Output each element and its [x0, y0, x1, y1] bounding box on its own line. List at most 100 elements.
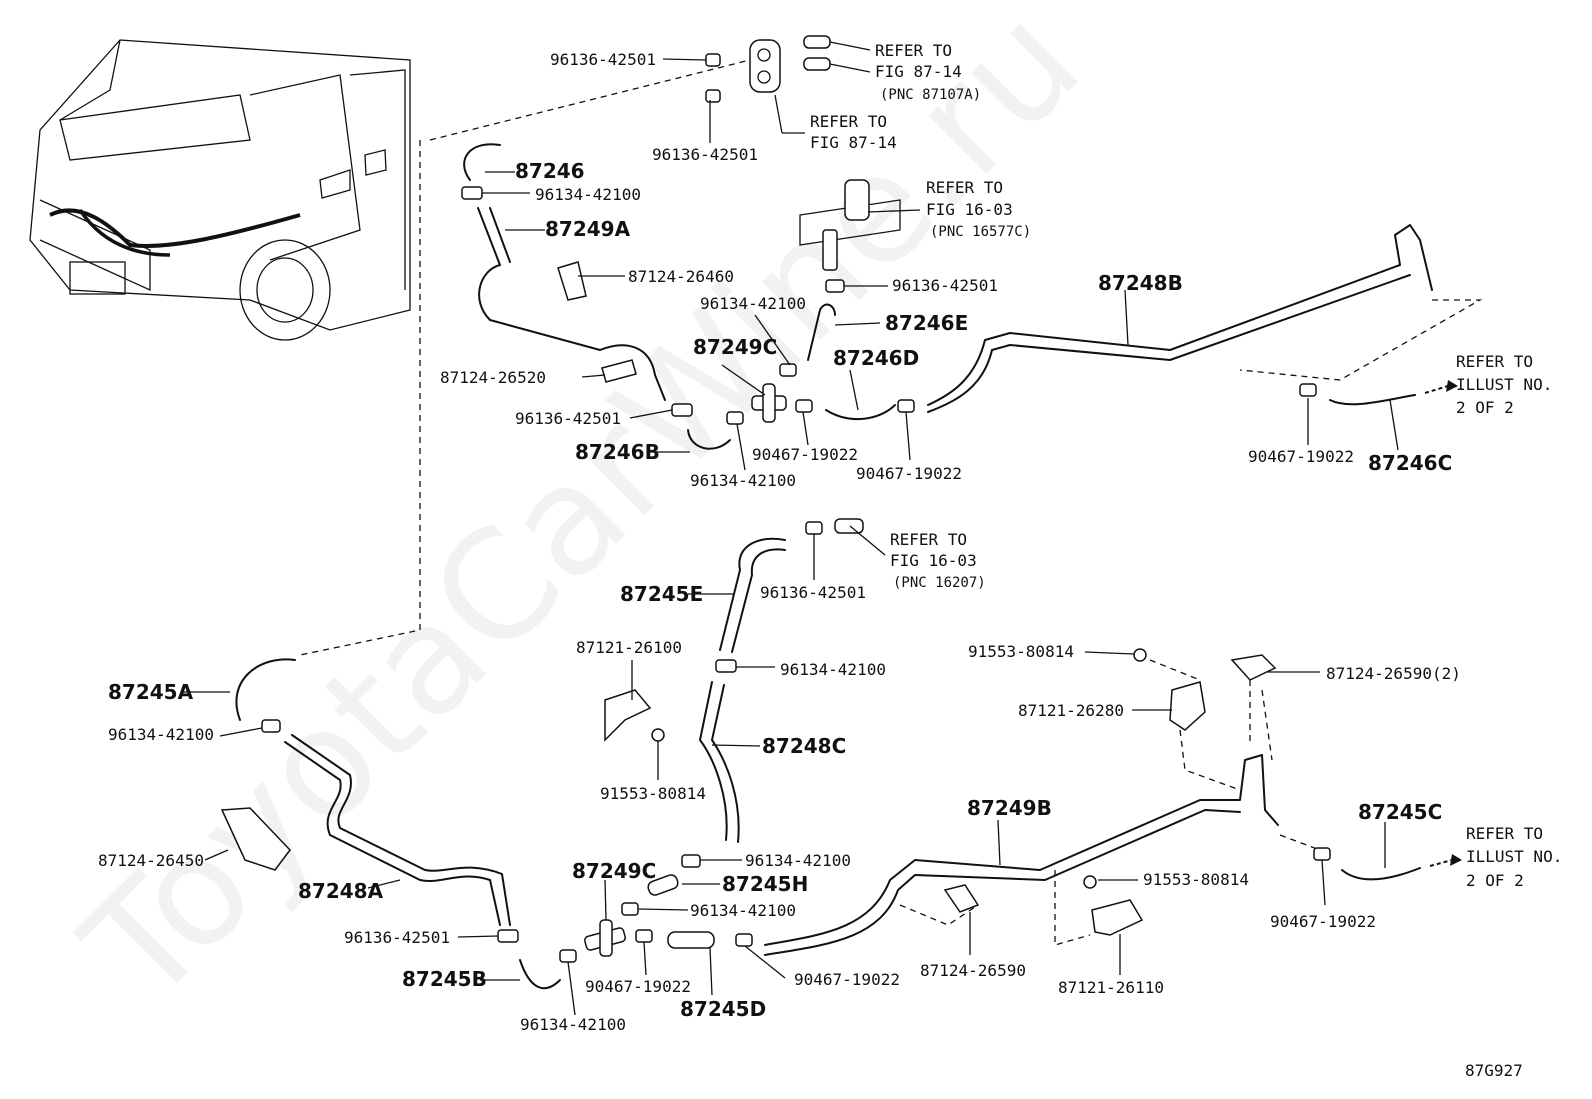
callout-87121-26110: 87121-26110 — [1058, 978, 1164, 997]
hose-clamp-icon — [795, 399, 813, 413]
callout-91553-80814-b: 91553-80814 — [968, 642, 1074, 661]
callout-87124-26460: 87124-26460 — [628, 267, 734, 286]
callout-90467-19022-c: 90467-19022 — [1248, 447, 1354, 466]
hose-clamp-icon — [261, 719, 281, 733]
ref-note-1-line1: REFER TO — [875, 41, 952, 60]
hose-87246B — [687, 429, 731, 450]
hose-clamp-icon — [726, 411, 744, 425]
hose-87246 — [463, 143, 501, 181]
hose-87246D — [825, 404, 896, 421]
figure-code: 87G927 — [1465, 1061, 1523, 1080]
ref-note-3-line1: REFER TO — [926, 178, 1003, 197]
callout-96134-42100-f: 96134-42100 — [745, 851, 851, 870]
dash-leader — [429, 59, 751, 141]
callout-87124-26590: 87124-26590 — [920, 961, 1026, 980]
ref-note-5-pnc: (PNC 16207) — [893, 575, 986, 591]
hose-87245E — [719, 537, 786, 651]
hose-clamp-icon — [621, 902, 639, 916]
clamp-bracket-icon — [601, 359, 637, 383]
hose-87245D — [667, 931, 715, 949]
hose-clamp-icon — [461, 186, 483, 200]
callout-96134-42100-d: 96134-42100 — [780, 660, 886, 679]
callout-90467-19022-f: 90467-19022 — [1270, 912, 1376, 931]
hose-clamp-icon — [1313, 847, 1331, 861]
part-label-87246E: 87246E — [885, 311, 968, 335]
part-label-87249B: 87249B — [967, 796, 1052, 820]
hose-87246C — [1329, 394, 1416, 406]
ref-note-2-line2: FIG 87-14 — [810, 133, 897, 152]
part-label-87245E: 87245E — [620, 582, 703, 606]
part-label-87246D: 87246D — [833, 346, 919, 370]
callout-96136-42501-f: 96136-42501 — [344, 928, 450, 947]
callout-96134-42100-h: 96134-42100 — [520, 1015, 626, 1034]
callout-91553-80814-a: 91553-80814 — [600, 784, 706, 803]
hose-87248B-edge — [927, 274, 1411, 413]
hose-87245B — [519, 959, 561, 990]
part-label-87245A: 87245A — [108, 680, 194, 704]
part-label-87248B: 87248B — [1098, 271, 1183, 295]
hose-clamp-icon — [715, 659, 737, 673]
hose-87249A — [477, 207, 666, 401]
part-label-87249C-bottom: 87249C — [572, 859, 656, 883]
hose-clamp-icon — [497, 929, 519, 943]
bolt-icon — [1133, 648, 1147, 662]
pipe-stub-icon — [834, 518, 864, 534]
part-label-87245D: 87245D — [680, 997, 766, 1021]
hose-87249A-edge — [489, 207, 511, 263]
ref-note-4-line2: ILLUST NO. — [1456, 375, 1552, 394]
part-label-87245C: 87245C — [1358, 800, 1442, 824]
callout-91553-80814-c: 91553-80814 — [1143, 870, 1249, 889]
callout-96136-42501-e: 96136-42501 — [760, 583, 866, 602]
hose-87245A — [235, 658, 296, 721]
ref-note-5-line1: REFER TO — [890, 530, 967, 549]
arrow-right-icon — [1446, 380, 1458, 392]
hose-clamp-icon — [559, 949, 577, 963]
dash-leader — [1239, 299, 1483, 381]
ref-note-5-line2: FIG 16-03 — [890, 551, 977, 570]
callout-90467-19022-a: 90467-19022 — [752, 445, 858, 464]
hose-87245E-edge — [731, 548, 786, 653]
hose-clamp-icon — [1299, 383, 1317, 397]
callout-90467-19022-e: 90467-19022 — [794, 970, 900, 989]
hose-clamp-icon — [779, 363, 797, 377]
callout-96136-42501-b: 96136-42501 — [652, 145, 758, 164]
bracket-icon — [604, 689, 652, 742]
callout-87121-26280: 87121-26280 — [1018, 701, 1124, 720]
ref-note-6-line1: REFER TO — [1466, 824, 1543, 843]
hose-87248A — [284, 741, 501, 926]
bracket-icon — [1169, 681, 1206, 731]
tee-joint-icon — [751, 383, 787, 423]
dash-leader — [1054, 870, 1091, 946]
arrow-right-icon — [1429, 859, 1453, 867]
part-label-87246C: 87246C — [1368, 451, 1452, 475]
part-label-87249A: 87249A — [545, 217, 631, 241]
hose-87248B — [927, 224, 1433, 406]
hose-clamp-icon — [825, 279, 845, 293]
hose-clamp-icon — [681, 854, 701, 868]
ref-note-2-line1: REFER TO — [810, 112, 887, 131]
part-label-87245B: 87245B — [402, 967, 487, 991]
hose-clamp-icon — [705, 53, 721, 103]
hose-clamp-icon — [671, 403, 693, 417]
ref-note-6-line2: ILLUST NO. — [1466, 847, 1562, 866]
hose-87246E — [807, 303, 836, 361]
hose-87248C-edge — [711, 684, 740, 843]
part-label-87248A: 87248A — [298, 879, 384, 903]
ref-note-1-line2: FIG 87-14 — [875, 62, 962, 81]
ref-note-4-line1: REFER TO — [1456, 352, 1533, 371]
hose-87248C — [699, 681, 728, 841]
callout-90467-19022-d: 90467-19022 — [585, 977, 691, 996]
callout-96136-42501-d: 96136-42501 — [515, 409, 621, 428]
arrow-right-icon — [1450, 854, 1462, 866]
ref-note-4-line3: 2 OF 2 — [1456, 398, 1514, 417]
part-label-87248C: 87248C — [762, 734, 846, 758]
bracket-icon — [220, 807, 291, 871]
dash-leader — [1279, 834, 1321, 851]
callout-90467-19022-b: 90467-19022 — [856, 464, 962, 483]
callout-96134-42100-b: 96134-42100 — [700, 294, 806, 313]
part-label-87246: 87246 — [515, 159, 585, 183]
bolt-icon — [651, 728, 665, 742]
callout-96134-42100-a: 96134-42100 — [535, 185, 641, 204]
callout-96134-42100-e: 96134-42100 — [108, 725, 214, 744]
